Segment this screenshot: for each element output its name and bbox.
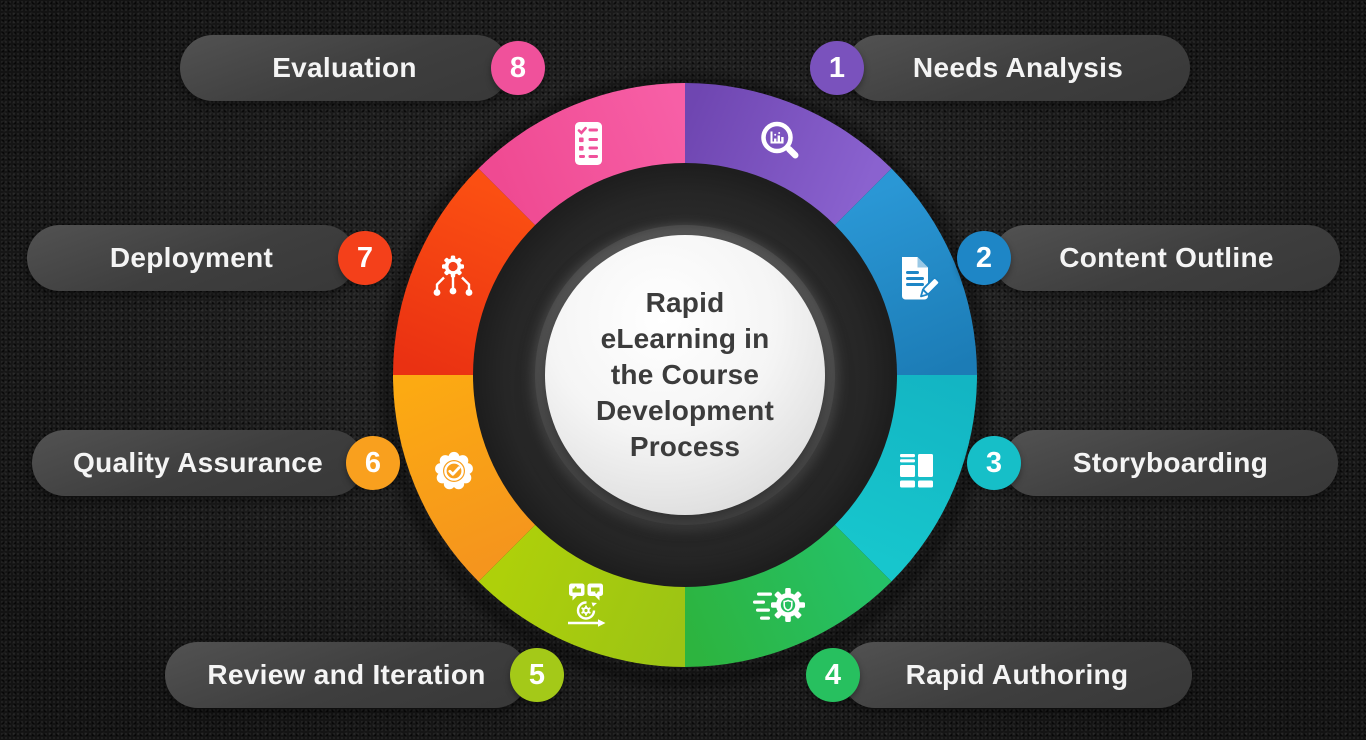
step-label-storyboarding: Storyboarding 3 — [967, 430, 1338, 496]
badge-check-icon — [425, 442, 483, 500]
label-pill: Rapid Authoring — [842, 642, 1192, 708]
step-label-needs-analysis: Needs Analysis 1 — [810, 35, 1190, 101]
step-label-evaluation: Evaluation 8 — [180, 35, 545, 101]
speeding-gear-icon — [752, 577, 810, 635]
step-label-text: Rapid Authoring — [905, 659, 1129, 690]
center-title-circle: Rapid eLearning in the Course Developmen… — [545, 235, 825, 515]
step-number-badge: 5 — [510, 648, 564, 702]
label-pill: Review and Iteration — [165, 642, 528, 708]
step-label-rapid-authoring: Rapid Authoring 4 — [806, 642, 1192, 708]
step-number-badge: 1 — [810, 41, 864, 95]
label-pill: Evaluation — [180, 35, 509, 101]
step-label-text: Quality Assurance — [73, 447, 323, 478]
document-edit-icon — [887, 250, 945, 308]
title-line: eLearning in — [600, 323, 770, 354]
title-line: Rapid — [645, 287, 725, 318]
step-number-badge: 4 — [806, 648, 860, 702]
step-label-text: Deployment — [109, 242, 274, 273]
step-label-text: Needs Analysis — [912, 52, 1124, 83]
step-number-badge: 3 — [967, 436, 1021, 490]
gear-network-icon — [425, 250, 483, 308]
step-number-badge: 6 — [346, 436, 400, 490]
step-label-deployment: Deployment 7 — [27, 225, 392, 291]
step-number-badge: 2 — [957, 231, 1011, 285]
label-pill: Content Outline — [993, 225, 1340, 291]
step-label-text: Storyboarding — [1072, 447, 1269, 478]
label-pill: Storyboarding — [1003, 430, 1338, 496]
step-label-text: Content Outline — [1059, 242, 1274, 273]
magnifier-chart-icon — [752, 115, 810, 173]
step-label-review-and-iteration: Review and Iteration 5 — [165, 642, 564, 708]
label-pill: Quality Assurance — [32, 430, 364, 496]
checklist-icon — [560, 115, 618, 173]
step-label-quality-assurance: Quality Assurance 6 — [32, 430, 400, 496]
label-pill: Deployment — [27, 225, 356, 291]
step-number-badge: 8 — [491, 41, 545, 95]
title-line: the Course — [610, 359, 760, 390]
layout-grid-icon — [887, 442, 945, 500]
label-pill: Needs Analysis — [846, 35, 1190, 101]
infographic-title: Rapid eLearning in the Course Developmen… — [596, 285, 774, 465]
step-number-badge: 7 — [338, 231, 392, 285]
step-label-text: Review and Iteration — [207, 659, 486, 690]
feedback-iteration-icon — [560, 577, 618, 635]
step-label-content-outline: Content Outline 2 — [957, 225, 1340, 291]
title-line: Process — [629, 431, 741, 462]
step-label-text: Evaluation — [272, 52, 417, 83]
title-line: Development — [595, 395, 775, 426]
